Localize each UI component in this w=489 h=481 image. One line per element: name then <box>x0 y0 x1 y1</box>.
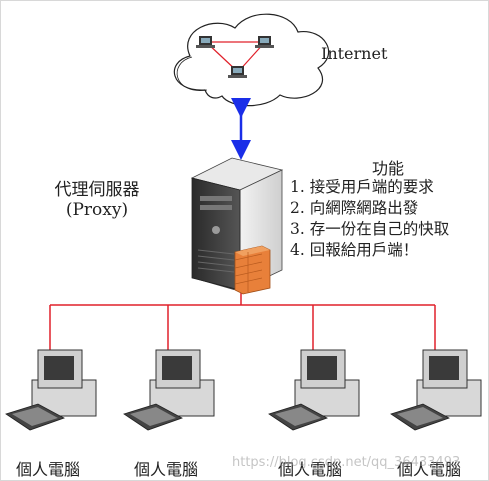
internet-cloud-icon <box>173 13 330 107</box>
client-pc-label: 個人電腦 <box>16 460 81 479</box>
proxy-title: 代理伺服器 <box>54 180 140 200</box>
function-item: 2. 向網際網路出發 <box>290 199 419 217</box>
internet-node-laptop-icon <box>228 66 247 78</box>
function-item: 1. 接受用戶端的要求 <box>290 178 434 196</box>
function-item: 3. 存一份在自己的快取 <box>290 220 450 238</box>
function-item: 4. 回報給用戶端！ <box>290 241 419 259</box>
client-pc-label: 個人電腦 <box>278 460 343 479</box>
client-pc-icon <box>5 349 97 431</box>
functions-list: 1. 接受用戶端的要求 2. 向網際網路出發 3. 存一份在自己的快取 4. 回… <box>290 177 449 261</box>
client-pc-icon <box>390 349 482 431</box>
internet-node-laptop-icon <box>255 36 274 48</box>
proxy-subtitle: (Proxy) <box>65 200 129 220</box>
internet-node-laptop-icon <box>196 36 215 48</box>
client-pc-label: 個人電腦 <box>397 460 462 479</box>
client-pc-icon <box>123 349 215 431</box>
firewall-icon <box>234 245 271 295</box>
client-pc-icon <box>268 349 360 431</box>
client-pc-label: 個人電腦 <box>134 460 199 479</box>
watermark: https://blog.csdn.net/qq_36433493 <box>232 455 461 470</box>
lan-lines <box>49 290 436 388</box>
functions-title: 功能 <box>372 159 405 178</box>
internet-label: Internet <box>321 44 388 63</box>
